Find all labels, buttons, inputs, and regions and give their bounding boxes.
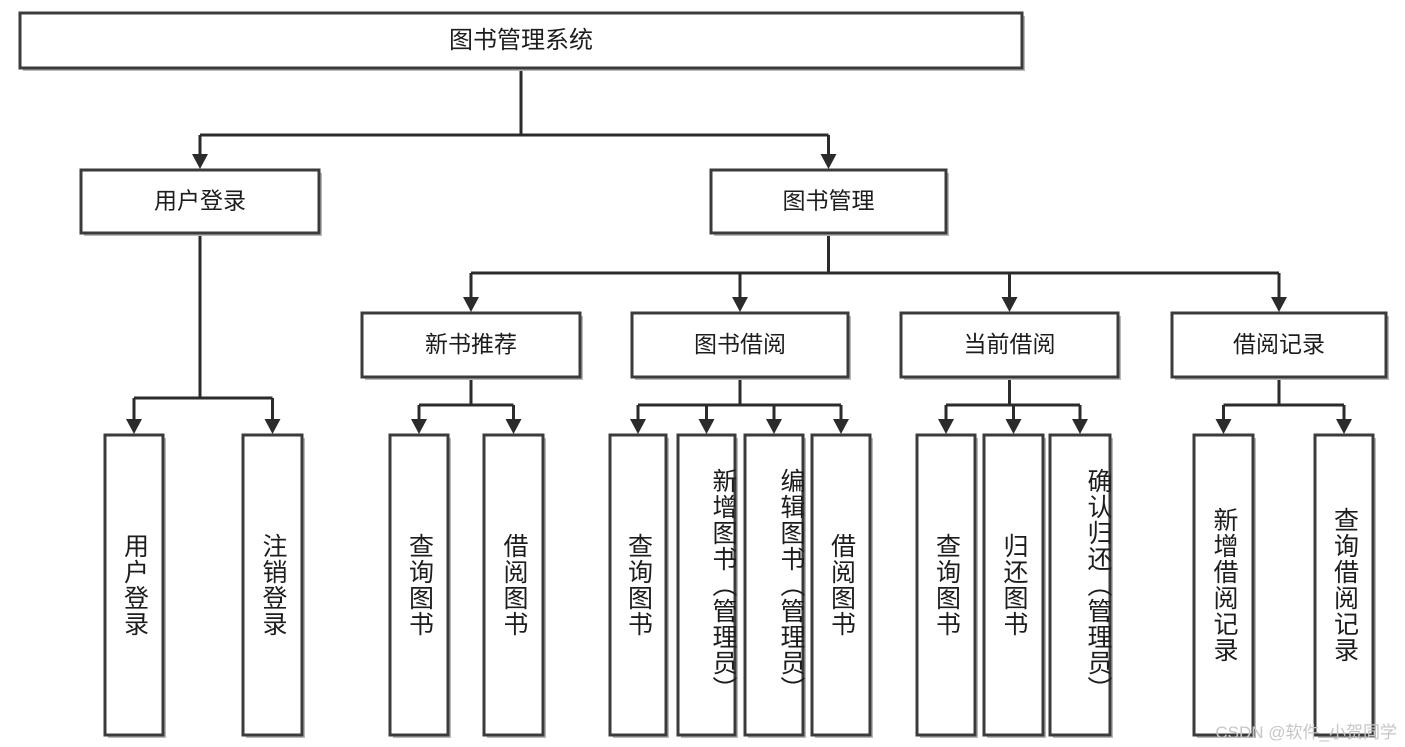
node-box-leaf-query-book-cur[interactable] [915,433,977,737]
arrowhead-icon [766,419,782,434]
arrowhead-icon [1005,419,1022,434]
arrowhead-icon [1001,297,1018,312]
arrowhead-icon [1336,419,1352,434]
arrowhead-icon [411,419,427,434]
node-box-borrow-record[interactable] [1170,311,1388,379]
arrowhead-icon [938,419,954,434]
node-label-current-borrow: 当前借阅 [964,331,1056,357]
arrowhead-icon [1215,419,1232,434]
node-box-leaf-borrow-book-rec[interactable] [482,433,545,737]
arrowhead-icon [463,297,479,312]
arrowhead-icon [126,419,142,434]
arrowhead-icon [505,419,522,434]
csdn-watermark: CSDN @软件_小贺同学 [1215,723,1397,742]
node-label-user-login: 用户登录 [154,188,246,214]
arrowhead-icon [833,419,849,434]
arrowhead-icon [630,419,646,434]
node-box-new-book-rec[interactable] [360,311,582,379]
node-box-leaf-query-book[interactable] [608,433,668,737]
node-box-book-manage[interactable] [709,168,948,235]
node-box-leaf-user-login[interactable] [103,433,165,737]
node-label-new-book-rec: 新书推荐 [425,331,517,357]
node-box-leaf-return-book[interactable] [982,433,1045,737]
node-label-root: 图书管理系统 [449,27,593,54]
node-box-leaf-query-book-rec[interactable] [388,433,450,737]
arrowhead-icon [1271,297,1287,312]
node-box-leaf-query-borrow-record[interactable] [1313,433,1375,737]
node-box-book-borrow[interactable] [630,311,850,379]
connector-layer [126,68,1352,434]
node-box-user-login[interactable] [79,168,321,235]
arrowhead-icon [192,154,208,169]
node-box-current-borrow[interactable] [899,311,1120,379]
arrowhead-icon [1072,419,1088,434]
node-box-leaf-add-borrow-record[interactable] [1192,433,1255,737]
node-box-leaf-add-book[interactable] [676,433,737,737]
arrowhead-icon [732,297,748,312]
node-label-book-manage: 图书管理 [783,188,875,214]
node-box-layer [18,11,1389,738]
node-box-leaf-user-logout[interactable] [241,433,304,737]
node-box-root[interactable] [18,11,1024,70]
arrowhead-icon [698,419,715,434]
node-box-leaf-borrow-book[interactable] [810,433,872,737]
node-box-leaf-edit-book[interactable] [743,433,805,737]
node-label-book-borrow: 图书借阅 [694,331,786,357]
node-box-leaf-confirm-return[interactable] [1048,433,1112,737]
node-label-borrow-record: 借阅记录 [1233,331,1325,357]
arrowhead-icon [820,154,837,169]
arrowhead-icon [264,419,281,434]
